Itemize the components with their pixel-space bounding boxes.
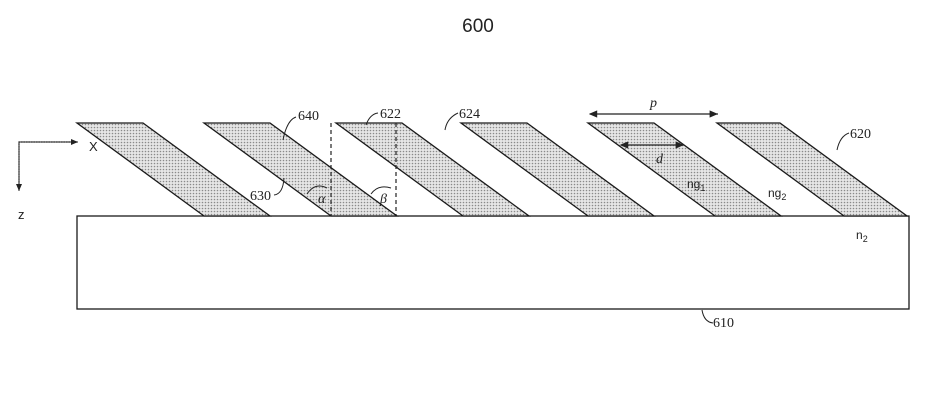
label-n2: n2 [856, 228, 868, 244]
label-ng2: ng2 [768, 186, 786, 202]
grating-element [459, 122, 656, 217]
beta-label: β [379, 192, 387, 207]
leader-lines [273, 112, 850, 324]
axis-lines [18, 141, 77, 190]
period-label: p [649, 96, 657, 111]
slanted-grating [75, 122, 909, 217]
substrate-610 [76, 215, 910, 310]
grating-element [334, 122, 531, 217]
z-axis-label: z [18, 207, 25, 222]
label-630: 630 [250, 189, 271, 204]
alpha-label: α [318, 192, 326, 207]
figure-number: 600 [462, 16, 494, 37]
grating-element [75, 122, 272, 217]
label-620: 620 [850, 127, 871, 142]
label-ng1: ng1 [687, 177, 705, 193]
alpha-arc [306, 185, 328, 195]
label-610: 610 [713, 316, 734, 331]
coordinate-axes: X z [16, 139, 98, 222]
label-624: 624 [459, 107, 480, 122]
grating-element [202, 122, 399, 217]
x-axis-label: X [89, 139, 98, 154]
beta-arc [370, 186, 392, 195]
width-label: d [656, 152, 664, 167]
label-640: 640 [298, 109, 319, 124]
label-622: 622 [380, 107, 401, 122]
grating-element [715, 122, 909, 217]
